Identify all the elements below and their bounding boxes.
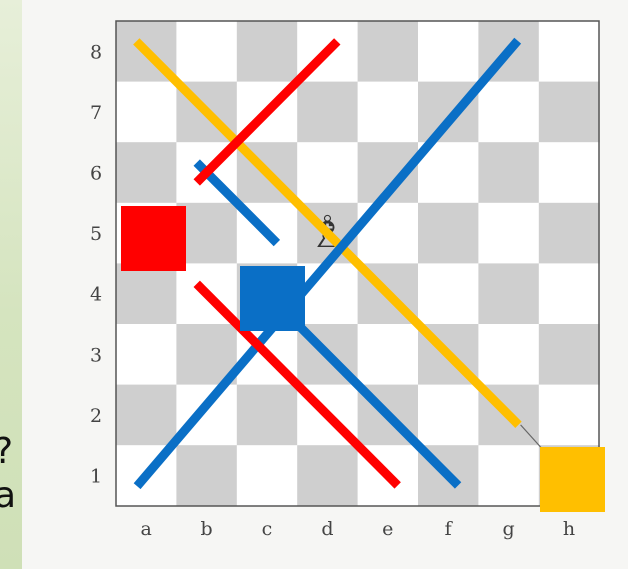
square-a7 (116, 82, 177, 143)
square-a2 (116, 385, 177, 446)
square-c1 (237, 445, 298, 506)
square-g4 (478, 263, 539, 324)
square-a4 (116, 263, 177, 324)
file-labels: a b c d e f g h (141, 518, 576, 540)
square-c8 (237, 21, 298, 82)
square-e3 (358, 324, 419, 385)
red-square-marker (121, 206, 186, 271)
square-h3 (539, 324, 600, 385)
square-f4 (418, 263, 479, 324)
file-label-c: c (262, 518, 273, 540)
file-label-g: g (503, 518, 515, 540)
square-c2 (237, 385, 298, 446)
square-h7 (539, 82, 600, 143)
file-label-f: f (445, 518, 454, 540)
square-d7 (297, 82, 358, 143)
square-h8 (539, 21, 600, 82)
rank-labels: 1 2 3 4 5 6 7 8 (90, 41, 102, 487)
yellow-square-marker (540, 447, 605, 512)
file-label-h: h (563, 518, 575, 540)
square-b8 (176, 21, 237, 82)
square-h5 (539, 203, 600, 264)
square-e7 (358, 82, 419, 143)
square-e8 (358, 21, 419, 82)
square-d6 (297, 142, 358, 203)
square-g6 (478, 142, 539, 203)
square-g5 (478, 203, 539, 264)
square-f5 (418, 203, 479, 264)
file-label-d: d (321, 518, 333, 540)
square-h6 (539, 142, 600, 203)
square-h4 (539, 263, 600, 324)
rank-label-5: 5 (90, 223, 102, 245)
rank-label-2: 2 (90, 405, 102, 427)
square-g3 (478, 324, 539, 385)
file-label-e: e (382, 518, 393, 540)
square-h2 (539, 385, 600, 446)
rank-label-6: 6 (90, 163, 102, 185)
square-g7 (478, 82, 539, 143)
square-a3 (116, 324, 177, 385)
square-f8 (418, 21, 479, 82)
rank-label-4: 4 (90, 284, 102, 306)
blue-square-marker (240, 266, 305, 331)
rank-label-7: 7 (90, 102, 102, 124)
square-d1 (297, 445, 358, 506)
square-b2 (176, 385, 237, 446)
square-f2 (418, 385, 479, 446)
square-b1 (176, 445, 237, 506)
rank-label-3: 3 (90, 344, 102, 366)
file-label-a: a (141, 518, 152, 540)
file-label-b: b (201, 518, 213, 540)
square-a6 (116, 142, 177, 203)
square-g1 (478, 445, 539, 506)
rank-label-1: 1 (90, 466, 102, 488)
rank-label-8: 8 (90, 41, 102, 63)
